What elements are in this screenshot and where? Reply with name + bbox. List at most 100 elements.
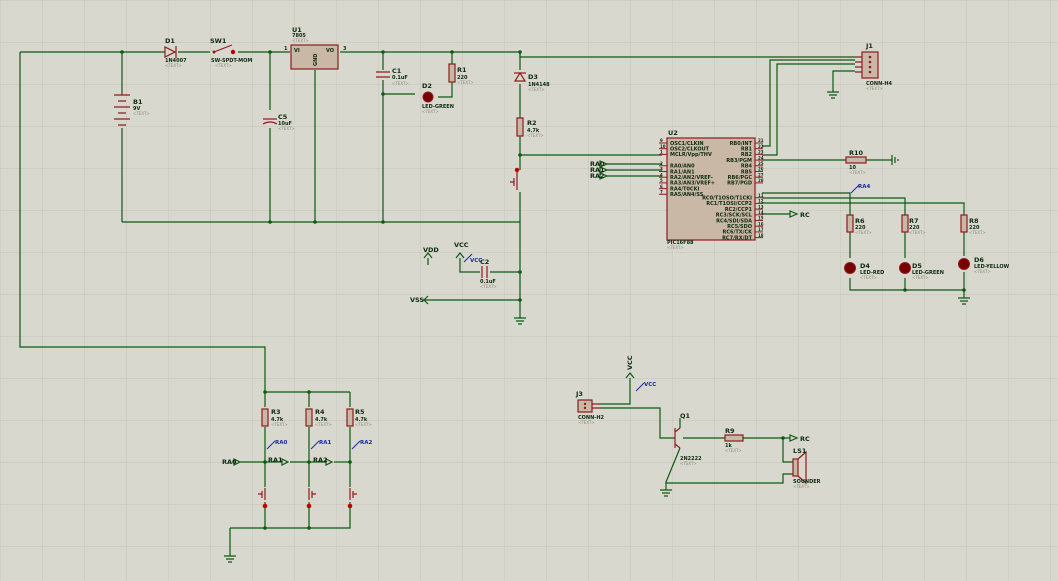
ground-symbol <box>514 317 526 325</box>
push-button-2[interactable] <box>306 488 316 509</box>
vdd-label: VDD <box>423 246 439 254</box>
junction-dots <box>120 50 966 530</box>
resistor-r4[interactable]: R4 4.7k <TEXT> <box>305 408 332 427</box>
ra2-probe[interactable]: RA2 <box>351 440 372 450</box>
diode-d3[interactable]: D3 1N4148 <TEXT> <box>513 71 550 92</box>
ra0-input-terminal[interactable]: RA0 <box>590 160 609 168</box>
rc-output-terminal[interactable]: RC <box>789 210 810 219</box>
u2-pin-name: RB7/PGD <box>727 181 752 187</box>
q1-ref: Q1 <box>680 412 691 420</box>
u2-pin-number: 17 <box>758 227 764 232</box>
j3-text: <TEXT> <box>578 420 595 425</box>
diode-d1[interactable]: D1 1N4007 <TEXT> <box>164 37 187 68</box>
capacitor-c1[interactable]: C1 0.1uF <TEXT> <box>376 67 409 86</box>
switch-sw1[interactable]: SW1 SW-SPDT-MOM <TEXT> <box>210 37 252 68</box>
j3-value: CONN-H2 <box>578 415 605 421</box>
resistor-r5[interactable]: R5 4.7k <TEXT> <box>346 408 372 427</box>
resistor-r9[interactable]: R9 1k <TEXT> <box>724 427 744 453</box>
push-button-3[interactable] <box>347 488 357 509</box>
ra0-terminal-label: RA0 <box>590 160 605 168</box>
rc-output-terminal[interactable]: RC <box>789 434 810 443</box>
ra2-input-terminal[interactable]: RA2 <box>590 172 609 180</box>
resistor-r8[interactable]: R8 220 <TEXT> <box>960 214 986 235</box>
r4-value: 4.7k <box>315 417 328 423</box>
u2-left-pins: OSC1/CLKIN9OSC2/CLKOUT10MCLR/Vpp/THV1RA0… <box>659 138 715 198</box>
ra2-button-terminal[interactable]: RA2 <box>313 456 334 466</box>
r4-ref: R4 <box>315 408 325 416</box>
vcc-terminal[interactable]: VCC VCC <box>454 241 482 265</box>
vdd-terminal[interactable]: VDD <box>423 246 439 265</box>
q1-value: 2N2222 <box>680 456 702 462</box>
u2-pin-name: RA3/AN3/VREF+ <box>670 181 715 187</box>
ra1-button-terminal[interactable]: RA1 <box>268 456 290 466</box>
r6-ref: R6 <box>855 217 865 225</box>
battery-b1[interactable]: B1 9V <TEXT> <box>114 94 150 126</box>
u2-pin-name: RB3/PGM <box>726 158 752 164</box>
c2-text: <TEXT> <box>480 284 497 289</box>
ground-symbol <box>827 91 839 99</box>
ls1-text: <TEXT> <box>793 484 810 489</box>
vcc-terminal[interactable]: VCC VCC <box>625 355 656 392</box>
u2-pin-number: 22 <box>758 144 764 149</box>
vcc-label: VCC <box>454 241 469 249</box>
resistor-r10[interactable]: R10 10 <TEXT> <box>845 149 867 175</box>
ra4-probe[interactable]: RA4 <box>850 184 870 194</box>
c5-ref: C5 <box>278 113 288 121</box>
u2-pin-number: 9 <box>660 138 663 143</box>
u2-pin-name: RC3/SCK/SCL <box>716 213 753 219</box>
ra1-probe[interactable]: RA1 <box>310 440 331 450</box>
c2-ref: C2 <box>480 258 489 266</box>
vss-terminal[interactable]: VSS <box>410 295 429 305</box>
j1-ref: J1 <box>865 42 873 50</box>
led-d2[interactable]: D2 LED-GREEN <TEXT> <box>422 82 454 114</box>
d4-text: <TEXT> <box>860 275 877 280</box>
r6-text: <TEXT> <box>855 230 872 235</box>
microcontroller-u2[interactable]: U2 PIC16F88 <TEXT> OSC1/CLKIN9OSC2/CLKOU… <box>659 129 764 250</box>
resistor-r1[interactable]: R1 220 <TEXT> <box>448 63 474 85</box>
u2-pin-number: 12 <box>758 199 764 204</box>
r4-text: <TEXT> <box>315 422 332 427</box>
u2-pin-name: OSC1/CLKIN <box>670 141 704 147</box>
resistor-r6[interactable]: R6 220 <TEXT> <box>846 214 872 235</box>
capacitor-c5[interactable]: C5 10uF <TEXT> <box>262 113 295 131</box>
regulator-u1[interactable]: U1 7805 <TEXT> VI VO GND 1 3 <box>284 26 347 70</box>
u2-ref: U2 <box>668 129 678 137</box>
ra4-probe-label: RA4 <box>858 184 870 190</box>
led-d4[interactable]: D4 LED-RED <TEXT> <box>844 262 885 280</box>
u2-pin-number: 26 <box>758 167 764 172</box>
d6-ref: D6 <box>974 256 984 264</box>
d6-value: LED-YELLOW <box>974 264 1010 270</box>
j1-value: CONN-H4 <box>866 81 893 87</box>
transistor-q1[interactable]: Q1 2N2222 <TEXT> <box>674 412 702 466</box>
j3-ref: J3 <box>575 390 583 398</box>
led-d6[interactable]: D6 LED-YELLOW <TEXT> <box>958 256 1010 274</box>
resistor-r7[interactable]: R7 220 <TEXT> <box>901 214 926 235</box>
ra1-input-terminal[interactable]: RA1 <box>590 166 609 174</box>
r9-ref: R9 <box>725 427 735 435</box>
u2-pin-name: RC2/CCP1 <box>725 207 753 213</box>
u2-pin-number: 16 <box>758 221 764 226</box>
connector-j3[interactable]: J3 CONN-H2 <TEXT> <box>575 390 605 425</box>
ra0-probe[interactable]: RA0 <box>266 440 287 450</box>
resistor-r3[interactable]: R3 4.7k <TEXT> <box>261 408 288 427</box>
led-d5[interactable]: D5 LED-GREEN <TEXT> <box>899 262 944 280</box>
connector-j1[interactable]: J1 CONN-H4 <TEXT> <box>855 42 893 91</box>
capacitor-c2[interactable]: C2 0.1uF <TEXT> <box>480 258 497 289</box>
ra0-button-terminal[interactable]: RA0 <box>222 458 242 466</box>
vcc-probe-label: VCC <box>470 258 482 264</box>
r5-ref: R5 <box>355 408 365 416</box>
reset-button[interactable] <box>510 167 520 190</box>
sw1-value: SW-SPDT-MOM <box>211 58 252 64</box>
u2-pin-number: 6 <box>660 184 663 189</box>
ra1-button-label: RA1 <box>268 456 283 464</box>
r9-value: 1k <box>725 443 732 449</box>
r1-ref: R1 <box>457 66 467 74</box>
q1-text: <TEXT> <box>680 461 697 466</box>
sounder-ls1[interactable]: LS1 SOUNDER <TEXT> <box>792 447 821 489</box>
r1-text: <TEXT> <box>457 80 474 85</box>
b1-value: 9V <box>133 106 140 112</box>
resistor-r2[interactable]: R2 4.7k <TEXT> <box>516 117 544 138</box>
r2-value: 4.7k <box>527 128 540 134</box>
push-button-1[interactable] <box>258 488 268 509</box>
